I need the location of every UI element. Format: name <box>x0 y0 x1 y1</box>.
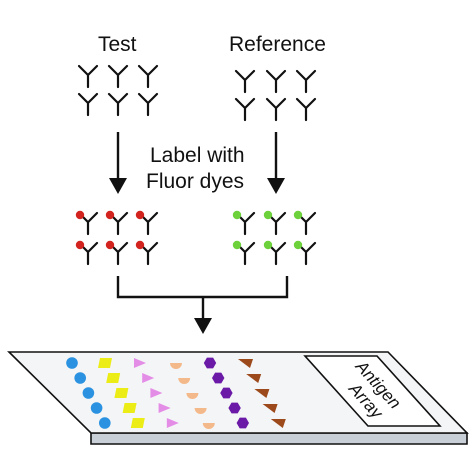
label-step-line1: Label with <box>150 144 245 167</box>
purple-hexagon-spot <box>220 387 233 399</box>
array-spots <box>66 357 286 430</box>
yellow-parallelogram-spot <box>98 358 112 368</box>
antibody-icon <box>234 69 256 94</box>
antibody-icon <box>77 64 99 89</box>
yellow-parallelogram-spot <box>114 388 129 398</box>
purple-hexagon-spot <box>228 402 241 414</box>
green-dye-dot <box>293 240 303 250</box>
peach-half-disc-spot <box>186 393 199 400</box>
reference-label-arrow <box>267 132 285 194</box>
green-dye-dot <box>232 240 242 250</box>
label-step-line2: Fluor dyes <box>146 170 244 193</box>
green-dye-dot <box>263 210 273 220</box>
blue-circle-spot <box>99 417 111 429</box>
red-dye-dot <box>75 210 85 220</box>
test-label: Test <box>98 33 137 56</box>
reference-antibody-group <box>234 69 317 122</box>
purple-hexagon-spot <box>212 372 225 384</box>
yellow-parallelogram-spot <box>106 373 121 383</box>
pink-triangle-spot <box>142 373 155 383</box>
brown-wedge-spot <box>246 374 262 383</box>
brown-wedge-spot <box>262 404 278 413</box>
blue-circle-spot <box>90 402 103 414</box>
antibody-icon <box>137 92 159 117</box>
antibody-icon <box>77 92 99 117</box>
yellow-parallelogram-spot <box>130 418 145 428</box>
antibody-icon <box>137 64 159 89</box>
blue-circle-spot <box>66 357 78 369</box>
red-dye-dot <box>105 240 115 250</box>
pink-triangle-spot <box>134 358 146 368</box>
green-dye-dot <box>232 210 242 220</box>
red-dye-dot <box>135 240 145 250</box>
slide-edge <box>90 432 468 445</box>
blue-circle-spot <box>74 372 86 384</box>
red-dye-dot <box>135 210 145 220</box>
red-dye-dot <box>75 240 85 250</box>
purple-hexagon-spot <box>236 417 249 429</box>
antibody-icon <box>234 97 256 122</box>
purple-hexagon-spot <box>203 357 217 369</box>
reference-labeled-antibody-group <box>232 210 317 266</box>
peach-half-disc-spot <box>202 423 215 430</box>
combine-arrow <box>116 276 289 334</box>
pink-triangle-spot <box>150 388 163 398</box>
peach-half-disc-spot <box>170 363 182 369</box>
pink-triangle-spot <box>158 403 171 413</box>
brown-wedge-spot <box>270 419 286 428</box>
brown-wedge-spot <box>254 389 270 398</box>
antibody-icon <box>295 97 317 122</box>
reference-label: Reference <box>229 33 326 56</box>
brown-wedge-spot <box>238 359 253 368</box>
antibody-icon <box>265 69 287 94</box>
peach-half-disc-spot <box>178 378 191 384</box>
test-antibody-group <box>77 64 159 117</box>
peach-half-disc-spot <box>194 408 207 415</box>
yellow-parallelogram-spot <box>122 403 137 413</box>
antibody-icon <box>107 64 129 89</box>
blue-circle-spot <box>82 387 95 399</box>
pink-triangle-spot <box>166 418 179 428</box>
green-dye-dot <box>293 210 303 220</box>
antibody-icon <box>107 92 129 117</box>
green-dye-dot <box>263 240 273 250</box>
antibody-icon <box>265 97 287 122</box>
test-label-arrow <box>109 132 127 194</box>
test-labeled-antibody-group <box>75 210 159 266</box>
red-dye-dot <box>105 210 115 220</box>
antibody-icon <box>295 69 317 94</box>
